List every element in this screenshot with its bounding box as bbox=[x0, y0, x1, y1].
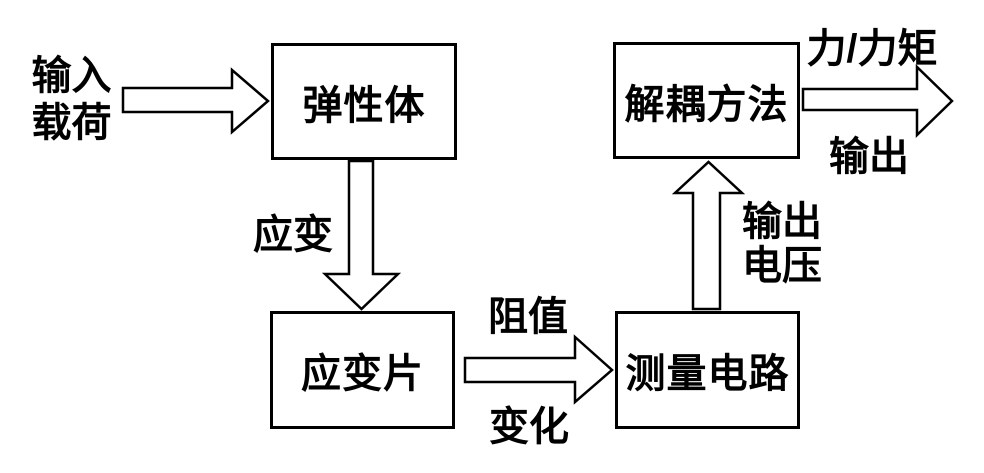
input-load-label-line1: 输入 bbox=[31, 54, 112, 98]
resistance-change-label-bottom: 变化 bbox=[469, 405, 589, 449]
node-decoupling-method-label: 解耦方法 bbox=[624, 82, 789, 127]
resistance-change-arrow bbox=[463, 334, 614, 405]
node-measurement-circuit-label: 测量电路 bbox=[625, 352, 790, 396]
resistance-change-line1: 阻值 bbox=[488, 295, 568, 339]
input-load-label: 输入 载荷 bbox=[14, 53, 129, 147]
resistance-change-line2: 变化 bbox=[489, 405, 569, 449]
output-label-text: 输出 bbox=[829, 135, 909, 179]
input-load-arrow bbox=[121, 67, 270, 135]
output-voltage-up-arrow bbox=[671, 160, 746, 311]
force-torque-label-text: 力/力矩 bbox=[806, 27, 938, 71]
output-voltage-line1: 输出 bbox=[742, 200, 822, 244]
node-measurement-circuit: 测量电路 bbox=[615, 311, 800, 429]
node-elastic-body-label: 弹性体 bbox=[302, 83, 426, 128]
resistance-change-label-top: 阻值 bbox=[468, 295, 588, 339]
force-torque-output-arrow bbox=[801, 64, 954, 138]
strain-label: 应变 bbox=[233, 213, 353, 257]
output-label: 输出 bbox=[809, 135, 929, 179]
node-decoupling-method: 解耦方法 bbox=[613, 42, 800, 159]
output-voltage-label: 输出 电压 bbox=[722, 200, 842, 288]
node-elastic-body: 弹性体 bbox=[271, 43, 457, 160]
output-voltage-line2: 电压 bbox=[742, 244, 822, 288]
node-strain-gauge: 应变片 bbox=[270, 311, 455, 429]
force-torque-label: 力/力矩 bbox=[792, 27, 952, 71]
strain-label-text: 应变 bbox=[253, 213, 333, 257]
input-load-label-line2: 载荷 bbox=[31, 101, 112, 145]
node-strain-gauge-label: 应变片 bbox=[301, 352, 424, 396]
strain-down-arrow bbox=[321, 159, 402, 311]
